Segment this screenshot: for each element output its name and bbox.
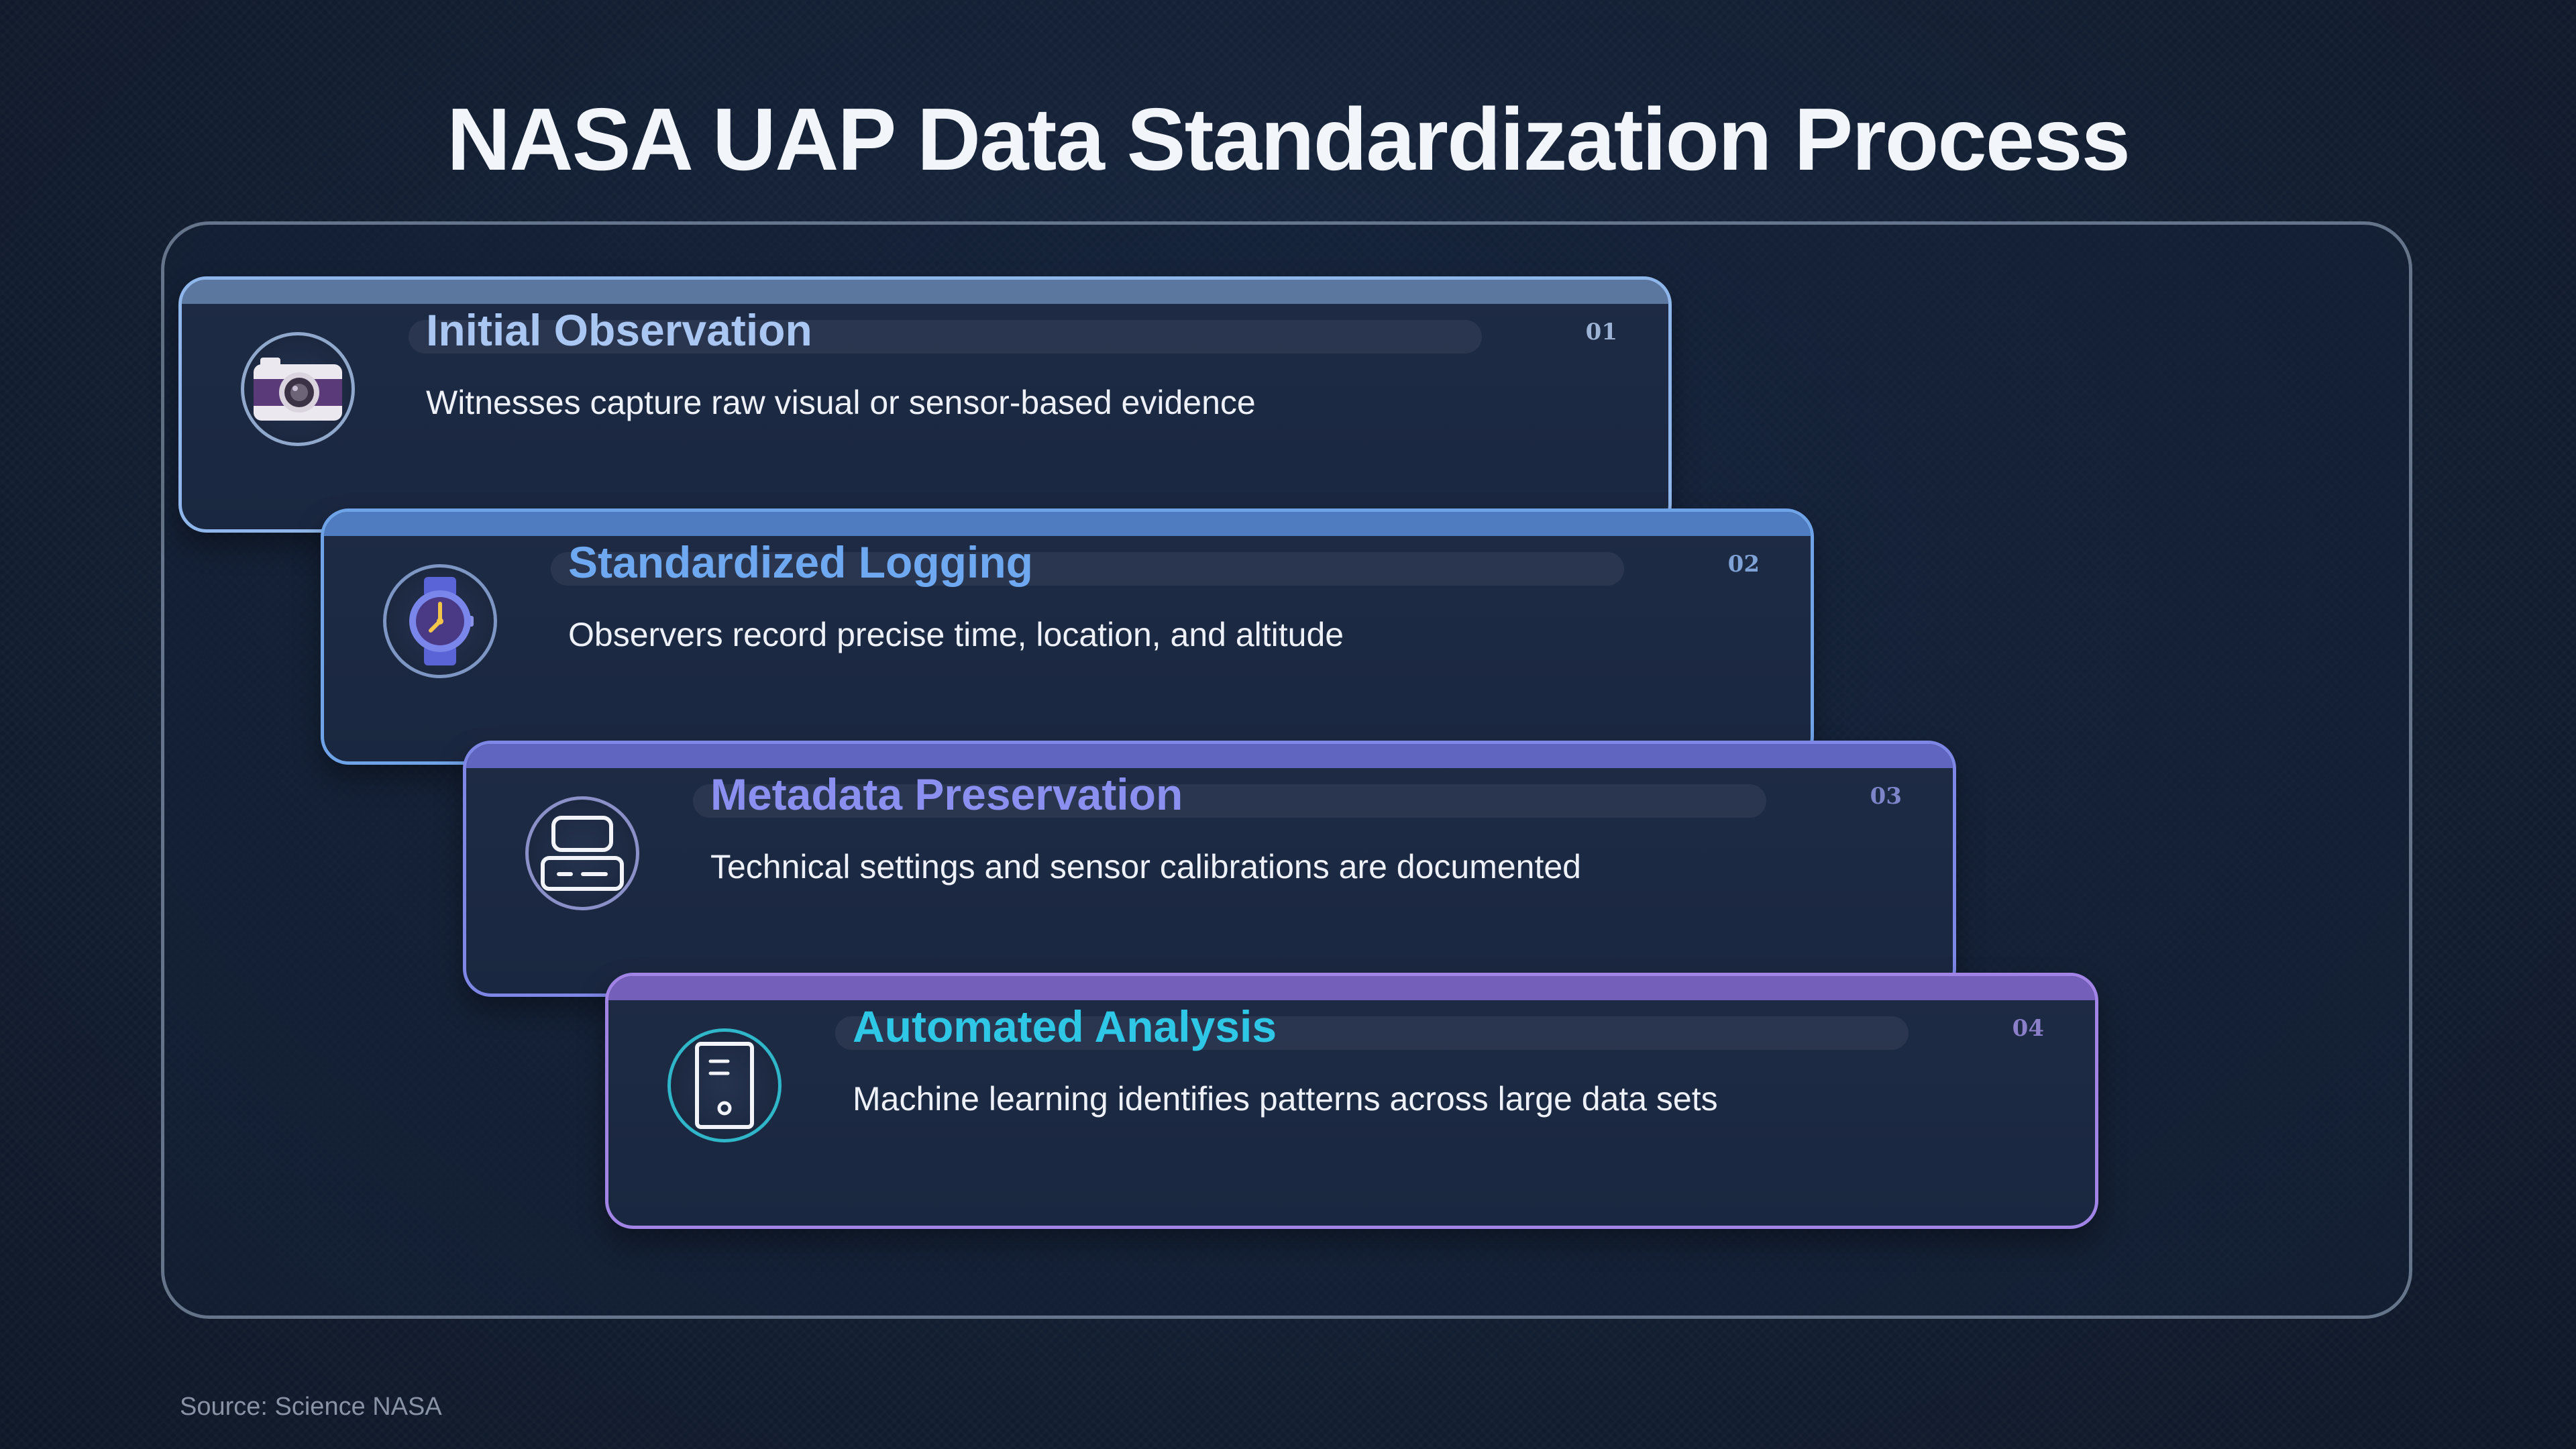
- step-title: Automated Analysis: [853, 1002, 1277, 1051]
- source-note: Source: Science NASA: [180, 1393, 442, 1421]
- step-description: Technical settings and sensor calibratio…: [710, 848, 1581, 885]
- step-card-topbar: [608, 976, 2095, 1000]
- step-description: Observers record precise time, location,…: [568, 616, 1344, 653]
- title-pill: [835, 1016, 1909, 1050]
- step-number: 01: [1585, 319, 1617, 345]
- step-icon-container: [525, 796, 639, 910]
- title-pill: [551, 552, 1624, 586]
- title-pill: [693, 784, 1766, 818]
- step-number: 02: [1727, 551, 1760, 578]
- camera-icon: [254, 358, 342, 421]
- step-card-metadata-preservation: Metadata Preservation 03 Technical setti…: [463, 741, 1956, 997]
- step-description: Witnesses capture raw visual or sensor-b…: [426, 384, 1256, 421]
- step-title: Standardized Logging: [568, 537, 1033, 587]
- step-icon-container: [667, 1028, 782, 1142]
- step-title: Initial Observation: [426, 305, 812, 355]
- step-card-topbar: [324, 512, 1811, 536]
- step-card-standardized-logging: Standardized Logging 02 Observers record…: [321, 508, 1814, 765]
- step-card-automated-analysis: Automated Analysis 04 Machine learning i…: [605, 973, 2098, 1229]
- step-icon-container: [241, 332, 355, 446]
- step-description: Machine learning identifies patterns acr…: [853, 1080, 1718, 1118]
- step-card-topbar: [182, 280, 1668, 304]
- step-number: 03: [1870, 783, 1902, 810]
- step-card-initial-observation: Initial Observation 01 Witnesses capture…: [178, 276, 1672, 533]
- page-title: NASA UAP Data Standardization Process: [447, 90, 2131, 189]
- document-icon: [695, 1042, 754, 1129]
- step-number: 04: [2012, 1015, 2044, 1042]
- hardware-icon: [541, 816, 624, 891]
- step-card-topbar: [466, 744, 1953, 768]
- clock-icon: [409, 577, 474, 665]
- title-pill: [409, 320, 1482, 354]
- step-icon-container: [383, 564, 497, 678]
- step-title: Metadata Preservation: [710, 769, 1183, 819]
